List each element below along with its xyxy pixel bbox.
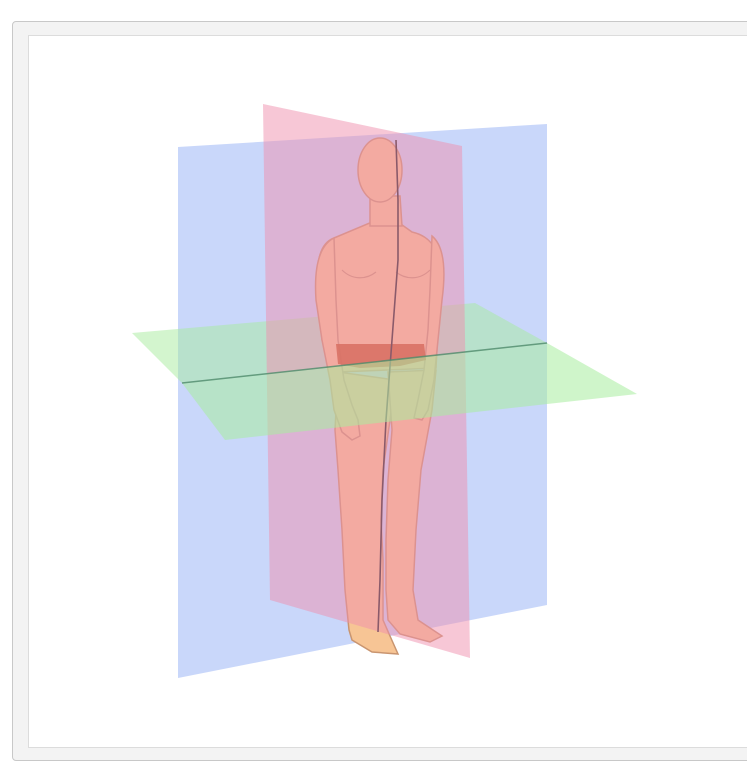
anatomical-planes-illustration — [0, 0, 747, 754]
